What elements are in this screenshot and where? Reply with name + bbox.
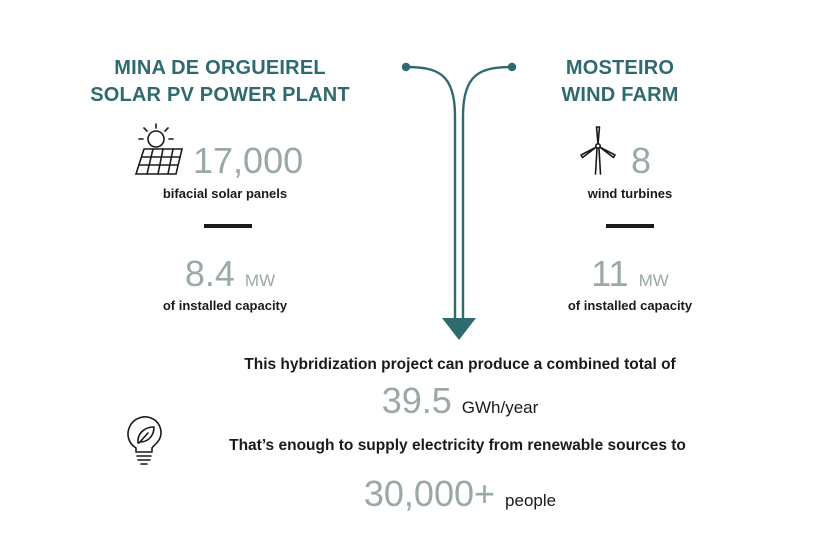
left-capacity-unit: MW — [244, 271, 276, 290]
wind-turbine-icon — [580, 126, 616, 175]
lightbulb-leaf-icon — [127, 416, 162, 465]
right-title: MOSTEIRO WIND FARM — [520, 55, 720, 109]
energy-unit: GWh/year — [461, 398, 539, 417]
right-capacity-label: of installed capacity — [567, 298, 693, 313]
left-capacity: 8.4 MW — [165, 254, 295, 301]
arrow-head — [442, 318, 476, 340]
left-title-line2: SOLAR PV POWER PLANT — [90, 84, 350, 106]
left-count-label: bifacial solar panels — [162, 186, 288, 201]
right-title-line1: MOSTEIRO — [565, 57, 675, 79]
left-capacity-value: 8.4 — [184, 253, 235, 294]
right-count: 8 — [631, 140, 652, 181]
left-capacity-label: of installed capacity — [162, 298, 288, 313]
supply-text: That’s enough to supply electricity from… — [229, 437, 686, 454]
right-capacity: 11 MW — [565, 254, 695, 301]
left-count: 17,000 — [193, 140, 304, 181]
merge-arrow — [401, 62, 517, 340]
combined-energy: 39.5 GWh/year — [310, 381, 610, 428]
right-divider — [606, 224, 654, 228]
combined-intro: This hybridization project can produce a… — [244, 356, 676, 373]
left-title: MINA DE ORGUEIREL SOLAR PV POWER PLANT — [70, 55, 370, 109]
right-count-label: wind turbines — [587, 186, 673, 201]
energy-value: 39.5 — [381, 380, 452, 421]
left-title-line1: MINA DE ORGUEIREL — [114, 57, 326, 79]
combined-people: 30,000+ people — [310, 474, 610, 521]
left-divider — [204, 224, 252, 228]
people-unit: people — [505, 491, 557, 510]
right-connector-dot — [507, 62, 517, 72]
right-capacity-value: 11 — [591, 253, 629, 294]
right-title-line2: WIND FARM — [561, 84, 679, 106]
people-value: 30,000+ — [363, 473, 496, 514]
solar-panel-icon — [134, 123, 184, 175]
right-capacity-unit: MW — [638, 271, 669, 290]
left-connector-dot — [401, 62, 411, 72]
